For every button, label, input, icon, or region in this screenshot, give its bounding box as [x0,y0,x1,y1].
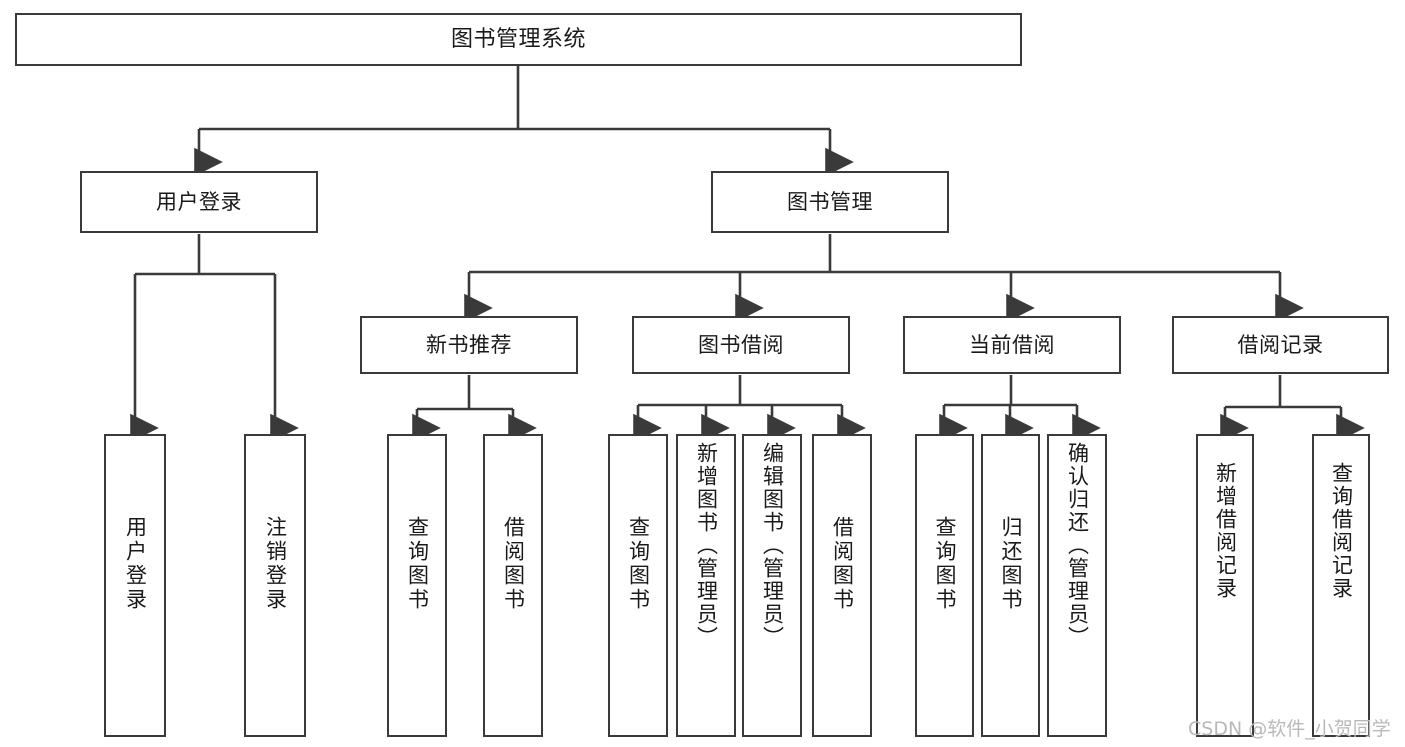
node-leaf-query-book-2-label: 查询图书 [626,516,651,612]
node-user-login-label: 用户登录 [156,189,242,214]
node-leaf-confirm-return[interactable]: 确认归还（管理员） [1047,434,1107,737]
node-new-book-rec[interactable]: 新书推荐 [360,316,578,374]
node-leaf-query-book-3[interactable]: 查询图书 [915,434,974,737]
node-new-book-rec-label: 新书推荐 [426,332,512,357]
node-book-borrow-label: 图书借阅 [698,332,784,357]
node-leaf-borrow-book-1[interactable]: 借阅图书 [483,434,543,737]
node-leaf-borrow-book-1-label: 借阅图书 [501,516,526,612]
node-book-borrow[interactable]: 图书借阅 [632,316,850,374]
node-current-borrow-label: 当前借阅 [969,332,1055,357]
node-leaf-borrow-book-2-label: 借阅图书 [830,516,855,612]
node-leaf-query-book-1[interactable]: 查询图书 [387,434,447,737]
node-leaf-edit-book[interactable]: 编辑图书（管理员） [742,434,802,737]
node-leaf-edit-book-label: 编辑图书（管理员） [760,442,785,649]
node-leaf-add-book[interactable]: 新增图书（管理员） [676,434,736,737]
node-root[interactable]: 图书管理系统 [15,13,1022,66]
node-current-borrow[interactable]: 当前借阅 [903,316,1121,374]
node-leaf-user-logout[interactable]: 注销登录 [244,434,306,737]
node-leaf-query-book-3-label: 查询图书 [933,516,957,612]
node-leaf-user-login-label: 用户登录 [123,516,148,612]
node-user-login[interactable]: 用户登录 [80,171,318,233]
node-book-manage[interactable]: 图书管理 [711,171,949,233]
csdn-watermark: CSDN @软件_小贺同学 [1188,718,1391,740]
node-leaf-query-record[interactable]: 查询借阅记录 [1312,434,1370,737]
node-leaf-return-book-label: 归还图书 [999,516,1023,612]
node-borrow-record[interactable]: 借阅记录 [1172,316,1389,374]
node-root-label: 图书管理系统 [450,26,586,52]
node-leaf-add-record-label: 新增借阅记录 [1213,462,1238,600]
node-leaf-query-book-2[interactable]: 查询图书 [608,434,668,737]
node-leaf-add-book-label: 新增图书（管理员） [694,442,719,649]
node-leaf-query-record-label: 查询借阅记录 [1329,462,1354,600]
node-leaf-return-book[interactable]: 归还图书 [981,434,1040,737]
node-borrow-record-label: 借阅记录 [1237,332,1324,357]
node-leaf-query-book-1-label: 查询图书 [405,516,430,612]
node-leaf-confirm-return-label: 确认归还（管理员） [1065,442,1090,649]
node-leaf-user-logout-label: 注销登录 [263,516,288,612]
node-leaf-add-record[interactable]: 新增借阅记录 [1196,434,1254,737]
node-leaf-user-login[interactable]: 用户登录 [104,434,166,737]
node-leaf-borrow-book-2[interactable]: 借阅图书 [812,434,872,737]
node-book-manage-label: 图书管理 [787,189,873,214]
